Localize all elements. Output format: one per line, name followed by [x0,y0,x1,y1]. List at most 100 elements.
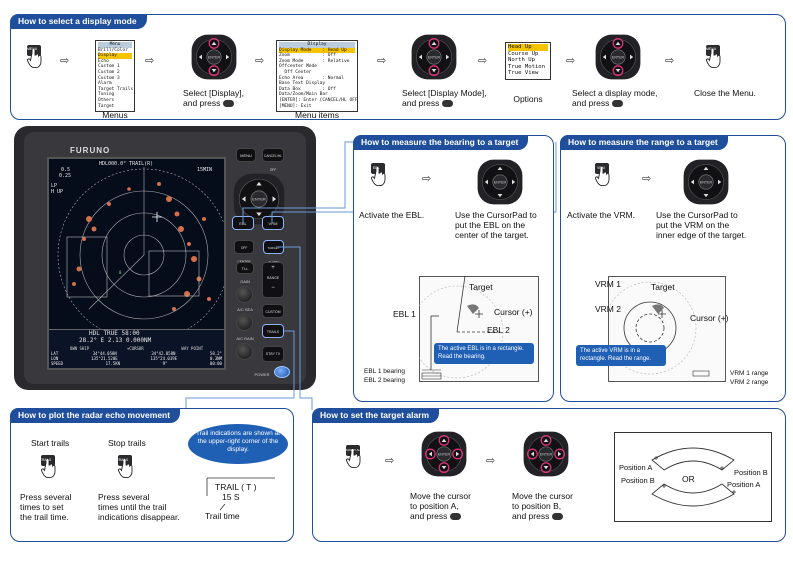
display-mode-option-0[interactable]: Head Up [508,44,548,51]
menu-option-5[interactable]: Echo Area : Normal [279,75,345,81]
radar-screen: 0 HDL000.0° TRAIL(R) 0.5 0.25 LP H UP 15… [47,157,226,370]
trail-label-2: 15 S [222,492,240,502]
unit-range-key[interactable]: + RANGE − [262,262,284,298]
pos-b-bottom-label: Position B [621,476,655,485]
unit-ebl-key[interactable]: EBL [232,216,254,230]
display-mode-option-1[interactable]: Course Up [508,50,539,57]
select-mode-text-2-inner: and press [402,98,440,108]
screen-bottom-bar: HDL TRUE 58:00 28.2° E 2.13 0.000NM OWN … [49,329,224,368]
power-button-icon[interactable] [274,366,290,378]
arrow-icon-4: ⇨ [377,55,387,67]
unit-menu-key[interactable]: MENU [236,148,256,162]
ebl1-bearing-label: EBL 1 bearing [364,368,405,375]
menu-option-2[interactable]: Zoom Mode : Relative [279,58,350,64]
menu-item-8[interactable]: Tuning [98,92,115,98]
cursorpad-icon-5 [682,158,730,206]
arrow-icon-10: ⇨ [385,455,395,467]
unit-sea-knob[interactable] [236,314,253,331]
menu-item-4[interactable]: Custom 2 [98,69,120,75]
menu-item-10[interactable]: Target [98,103,115,109]
trails-bubble [188,424,288,464]
menu-option-10[interactable]: [ENTER]: Enter [CANCEL/HL OFF]: Back [279,97,358,103]
menu-item-3[interactable]: Custom 1 [98,64,120,70]
unit-rain-knob[interactable] [236,343,253,360]
vrm-cursor-label: Cursor (+) [690,313,729,323]
arrow-icon-3: ⇨ [255,55,265,67]
screen-bottom-line1: HDL TRUE 58:00 [89,330,140,337]
menu-item-7[interactable]: Target Trails [98,86,134,92]
select-mode3-text-2-inner: and press [572,98,610,108]
trail-label-1: TRAIL ( T ) [215,482,257,492]
menu-item-0[interactable]: Brill/Color [98,47,128,53]
select-mode-text-1: Select [Display Mode], [402,88,487,98]
unit-custom-key[interactable]: CUSTOM [262,304,284,318]
enter-key-icon-5 [551,513,563,521]
display-mode-option-3[interactable]: True Motion [508,63,546,70]
arrow-icon-2: ⇨ [145,55,155,67]
menu-item-5[interactable]: Custom 3 [98,75,120,81]
unit-stby-tx-key[interactable]: STBY TX [262,346,284,362]
screen-table-cell: LON [51,356,59,361]
ebl1-label: EBL 1 [393,309,416,319]
brand-logo: FURUNO [70,146,111,155]
vrm1-label: VRM 1 [595,279,621,289]
unit-gain-knob[interactable] [236,286,253,303]
menu-option-3[interactable]: Offcenter Mode [279,64,317,70]
menus-label: Menus [102,110,128,120]
arrow-icon-8: ⇨ [422,173,432,185]
menu-item-1[interactable]: Display [98,53,132,59]
radar-ppi: 0 [57,167,224,342]
screen-top-left-4: H UP [51,189,64,195]
vrm2-label: VRM 2 [595,304,621,314]
menu-option-4[interactable]: Off Center [279,69,312,75]
menu-option-7[interactable]: Data Box : Off [279,86,336,92]
screen-table-header-cell: +CURSOR [126,346,144,351]
unit-off-center-key[interactable]: OFF CENTER [234,240,254,264]
enter-key-icon-3 [611,100,623,108]
screen-table-cell: 34°42.858N [151,351,176,356]
enter-key-icon-4 [449,513,461,521]
vrm-key-label: VRM [597,166,605,170]
arrow-icon-7: ⇨ [665,55,675,67]
display-mode-option-4[interactable]: True View [508,70,539,77]
move-b-3-inner: and press [512,511,550,521]
ebl-key-label: EBL [373,166,380,170]
select-display-text-2: and press [183,98,234,108]
unit-auto-rain-label: A/C RAIN [236,336,254,341]
move-a-2: to position A, [410,501,459,511]
unit-trails-key[interactable]: TRAILS [262,324,284,338]
menu-option-8[interactable]: Data/Zoom/Main Bar [279,92,328,98]
menu-item-9[interactable]: Others [98,97,115,103]
press-2a: Press several [98,492,150,502]
unit-target-alarm-key[interactable]: TARGET ALARM [263,240,284,264]
menu-item-6[interactable]: Alarm [98,81,112,87]
unit-tll-key[interactable]: TLL [236,262,254,274]
menu-option-11[interactable]: [MENU]: Exit [279,103,312,109]
ebl-use-1: Use the CursorPad to [455,210,537,220]
alarm-zone-diagram [651,447,736,507]
press-1c: the trail time. [20,512,69,522]
unit-vrm-key[interactable]: VRM [262,216,284,230]
unit-cancel-key[interactable]: CANCEL/HL OFF [262,148,284,172]
display-mode-option-2[interactable]: North Up [508,57,535,64]
stop-trails-label: Stop trails [108,438,146,448]
move-b-3: and press [512,511,563,521]
move-b-2: to position B, [512,501,562,511]
trails-title: How to plot the radar echo movement [10,408,181,423]
trails-key-label-2: TRAILS [117,458,129,462]
menu-option-0[interactable]: Display Mode : Head Up [279,47,355,54]
select-mode-text-2: and press [402,98,453,108]
menu-item-2[interactable]: Echo [98,58,109,64]
menu-option-6[interactable]: Base Text Display [279,81,326,87]
svg-text:0: 0 [119,270,122,275]
arrow-icon-1: ⇨ [60,55,70,67]
trails-bubble-text: Trail indications are shown at the upper… [196,430,280,453]
move-a-3-inner: and press [410,511,448,521]
menu-option-1[interactable]: Zoom : Off [279,53,336,59]
close-menu-text: Close the Menu. [694,88,756,98]
cursorpad-icon-7 [522,430,570,478]
